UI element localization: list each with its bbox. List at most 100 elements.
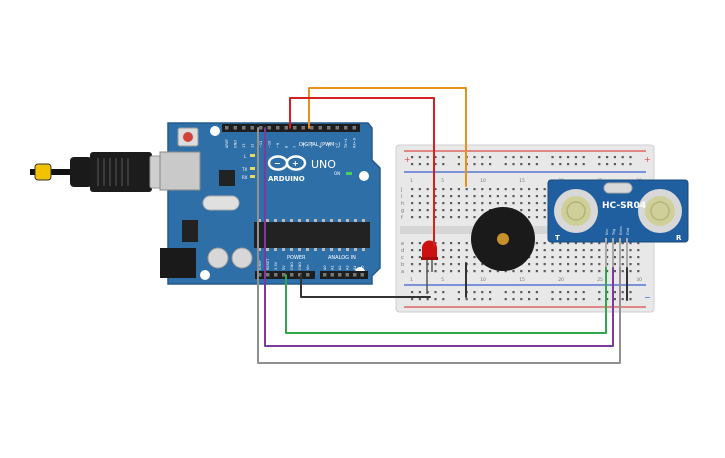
chip-pin <box>314 219 317 222</box>
header-pin <box>330 273 334 277</box>
rail-hole <box>426 298 429 301</box>
breadboard-hole <box>434 202 437 205</box>
pin-label: 2 <box>336 146 340 148</box>
column-number: 20 <box>558 277 564 283</box>
breadboard-hole <box>543 249 546 252</box>
wire-orange <box>308 87 467 187</box>
crystal <box>202 195 240 211</box>
breadboard-hole <box>520 202 523 205</box>
rail-hole <box>535 291 538 294</box>
row-letter: f <box>401 215 403 221</box>
rail-hole <box>411 156 414 159</box>
rail-hole <box>629 163 632 166</box>
breadboard-hole <box>442 242 445 245</box>
breadboard-hole <box>450 242 453 245</box>
pin-label: 12 <box>251 144 255 148</box>
pin-label: TX→1 <box>344 138 348 149</box>
rail-hole <box>567 298 570 301</box>
breadboard-hole <box>535 216 538 219</box>
breadboard-hole <box>434 195 437 198</box>
breadboard-hole <box>442 249 445 252</box>
rail-hole <box>411 298 414 301</box>
breadboard-hole <box>543 263 546 266</box>
rail-hole <box>598 298 601 301</box>
row-letter: h <box>401 201 404 207</box>
header-pin <box>352 126 356 130</box>
rail-hole <box>489 163 492 166</box>
header-pin <box>266 273 270 277</box>
sensor-label: HC-SR04 <box>602 201 646 211</box>
rail-hole <box>411 163 414 166</box>
breadboard-hole <box>613 263 616 266</box>
on-led <box>346 172 352 175</box>
breadboard-hole <box>481 270 484 273</box>
transducer-ring <box>566 201 586 221</box>
breadboard-hole <box>411 195 414 198</box>
bottom-rail-minus-label-right: − <box>644 293 651 302</box>
breadboard-hole <box>551 242 554 245</box>
rail-hole <box>582 163 585 166</box>
breadboard-hole <box>450 256 453 259</box>
breadboard-hole <box>512 195 515 198</box>
breadboard-hole <box>590 263 593 266</box>
breadboard-hole <box>606 263 609 266</box>
rail-hole <box>481 156 484 159</box>
breadboard-hole <box>606 242 609 245</box>
rail-hole <box>489 298 492 301</box>
breadboard-hole <box>621 256 624 259</box>
breadboard-hole <box>621 249 624 252</box>
analog-header <box>320 271 368 279</box>
chip-pin <box>274 248 277 251</box>
chip-pin <box>346 219 349 222</box>
transducer-mesh <box>645 196 675 226</box>
rail-hole <box>520 156 523 159</box>
breadboard-hole <box>457 263 460 266</box>
breadboard-hole <box>520 195 523 198</box>
breadboard-hole <box>504 195 507 198</box>
breadboard-hole <box>418 249 421 252</box>
mounting-hole <box>210 126 220 136</box>
svg-text:−: − <box>274 159 281 168</box>
breadboard-hole <box>496 270 499 273</box>
breadboard-hole <box>426 209 429 212</box>
chip-pin <box>338 248 341 251</box>
transducer-right <box>638 189 682 233</box>
breadboard-hole <box>457 242 460 245</box>
breadboard-hole <box>629 242 632 245</box>
rail-hole <box>559 298 562 301</box>
rail-hole <box>473 163 476 166</box>
header-pin <box>345 273 349 277</box>
chip-pin <box>290 219 293 222</box>
breadboard-hole <box>442 270 445 273</box>
breadboard-hole <box>473 263 476 266</box>
breadboard-hole <box>520 270 523 273</box>
rail-hole <box>528 156 531 159</box>
pin-label: A0 <box>323 265 327 270</box>
mounting-hole <box>200 270 210 280</box>
breadboard-hole <box>489 202 492 205</box>
led-tx <box>250 167 255 170</box>
pin-label: AREF <box>225 139 229 148</box>
rail-hole <box>442 156 445 159</box>
rail-hole <box>481 163 484 166</box>
breadboard-hole <box>543 195 546 198</box>
breadboard-hole <box>426 216 429 219</box>
rail-hole <box>442 163 445 166</box>
breadboard-hole <box>629 263 632 266</box>
pin-label: RESET <box>266 258 270 270</box>
led-l <box>250 154 255 157</box>
rail-hole <box>520 291 523 294</box>
chip-pin <box>306 219 309 222</box>
breadboard-hole <box>473 195 476 198</box>
rail-hole <box>434 298 437 301</box>
breadboard-hole <box>582 270 585 273</box>
rail-hole <box>426 163 429 166</box>
rail-hole <box>574 298 577 301</box>
breadboard-hole <box>442 256 445 259</box>
breadboard-hole <box>457 270 460 273</box>
rail-hole <box>551 163 554 166</box>
usb-cable-tip <box>34 163 52 181</box>
rail-hole <box>473 156 476 159</box>
